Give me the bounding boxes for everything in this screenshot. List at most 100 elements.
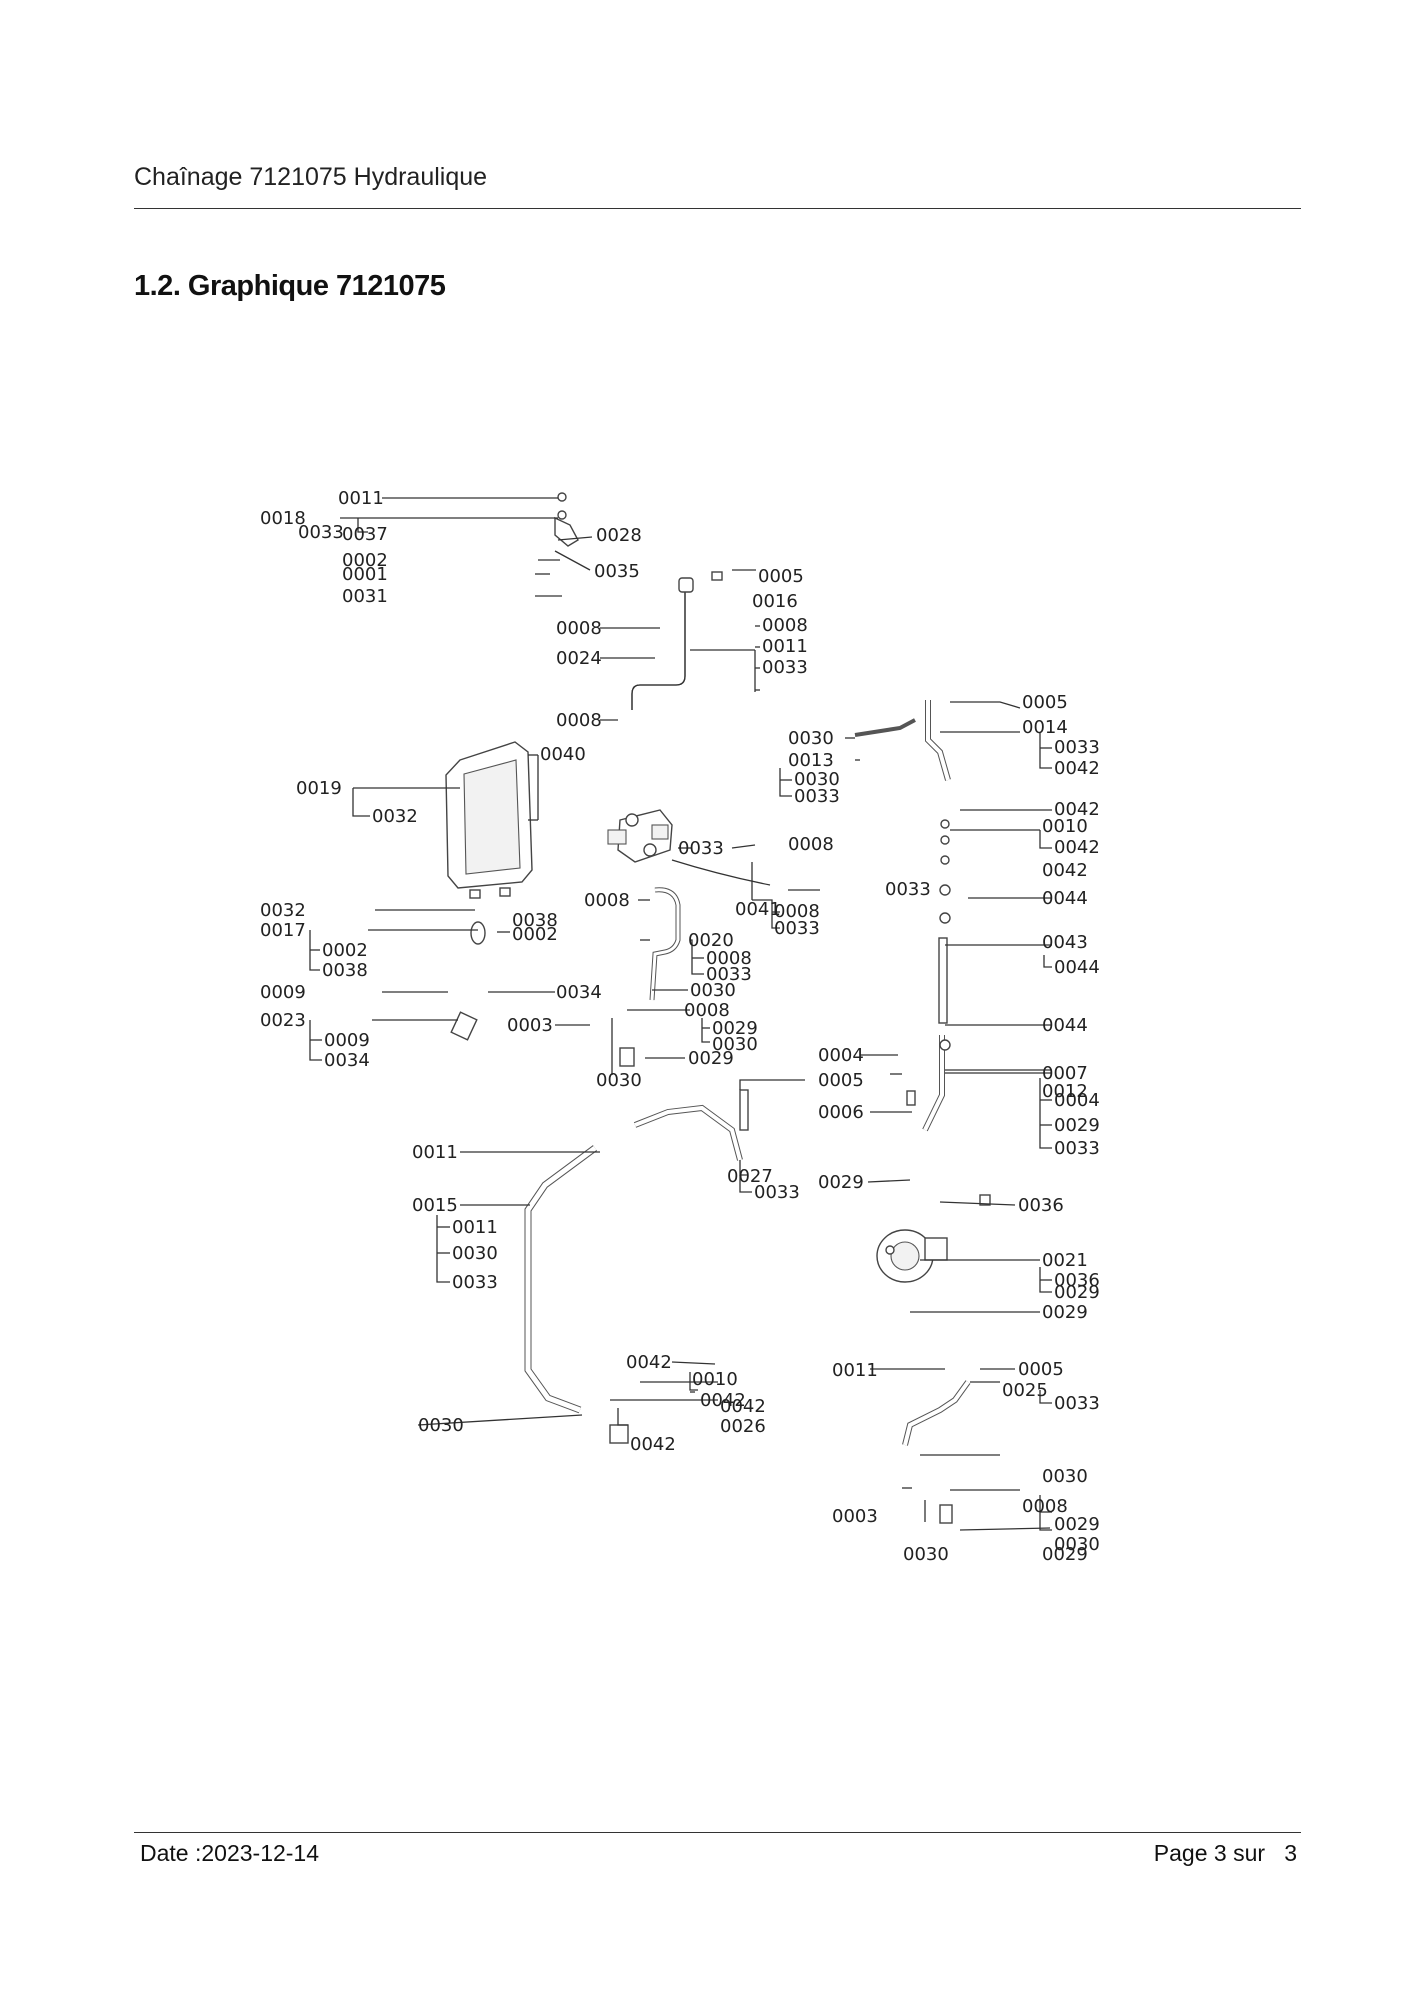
callout-label: 0035 — [594, 561, 640, 582]
callout-label: 0030 — [1054, 1534, 1100, 1555]
callout-label: 0042 — [1042, 860, 1088, 881]
section-title: 1.2. Graphique 7121075 — [134, 270, 446, 302]
callout-label: 0032 — [372, 806, 418, 827]
callout-label: 0040 — [540, 744, 586, 765]
callout-label: 0033 — [298, 522, 344, 543]
callout-label: 0015 — [412, 1195, 458, 1216]
callout-label: 0009 — [260, 982, 306, 1003]
callout-label: 0043 — [1042, 932, 1088, 953]
pump-part — [876, 1229, 948, 1283]
callout-label: 0019 — [296, 778, 342, 799]
callout-label: 0011 — [452, 1217, 498, 1238]
callout-label: 0029 — [818, 1172, 864, 1193]
callout-label: 0008 — [774, 901, 820, 922]
callout-label: 0004 — [1054, 1090, 1100, 1111]
callout-label: 0042 — [1054, 799, 1100, 820]
callout-label: 0036 — [1054, 1270, 1100, 1291]
callout-label: 0026 — [720, 1416, 766, 1437]
callout-label: 0005 — [758, 566, 804, 587]
callout-label: 0033 — [885, 879, 931, 900]
callout-label: 0034 — [324, 1050, 370, 1071]
callout-label: 0030 — [1042, 1466, 1088, 1487]
callout-label: 0042 — [630, 1434, 676, 1455]
callout-label: 0033 — [794, 786, 840, 807]
callout-label: 0029 — [1054, 1514, 1100, 1535]
callout-label: 0030 — [596, 1070, 642, 1091]
callout-label: 0029 — [712, 1018, 758, 1039]
callout-label: 0008 — [684, 1000, 730, 1021]
footer-page-label: Page 3 sur — [1153, 1840, 1266, 1866]
callout-label: 0010 — [692, 1369, 738, 1390]
callout-label: 0030 — [794, 769, 840, 790]
callout-label: 0002 — [322, 940, 368, 961]
callout-label: 0033 — [706, 964, 752, 985]
callout-label: 0011 — [338, 488, 384, 509]
callout-label: 0028 — [596, 525, 642, 546]
callout-label: 0029 — [1054, 1115, 1100, 1136]
callout-label: 0033 — [762, 657, 808, 678]
callout-label: 0042 — [1054, 837, 1100, 858]
callout-label: 0008 — [556, 618, 602, 639]
callout-label: 0008 — [584, 890, 630, 911]
callout-label: 0008 — [706, 948, 752, 969]
callout-label: 0023 — [260, 1010, 306, 1031]
callout-label: 0036 — [1018, 1195, 1064, 1216]
callout-label: 0008 — [788, 834, 834, 855]
callout-label: 0014 — [1022, 717, 1068, 738]
callout-label: 0030 — [712, 1034, 758, 1055]
callout-label: 0042 — [720, 1396, 766, 1417]
callout-label: 0030 — [418, 1415, 464, 1436]
callout-label: 0044 — [1042, 888, 1088, 909]
callout-label: 0031 — [342, 586, 388, 607]
header-divider — [134, 208, 1301, 209]
callout-label: 0003 — [507, 1015, 553, 1036]
callout-labels: 0011 0018 0033 0037 0028 0002 0035 0001 … — [260, 488, 1100, 1565]
callout-label: 0044 — [1042, 1015, 1088, 1036]
callout-label: 0010 — [1042, 816, 1088, 837]
callout-label: 0005 — [1018, 1359, 1064, 1380]
callout-label: 0013 — [788, 750, 834, 771]
parts-drawing — [445, 492, 991, 1524]
callout-label: 0033 — [1054, 1393, 1100, 1414]
footer-page-number: Page 3 sur 3 — [1154, 1840, 1297, 1867]
callout-label: 0029 — [1042, 1544, 1088, 1565]
callout-label: 0004 — [818, 1045, 864, 1066]
callout-label: 0042 — [700, 1390, 746, 1411]
callout-label: 0033 — [678, 838, 724, 859]
callout-label: 0029 — [1042, 1302, 1088, 1323]
footer-divider — [134, 1832, 1301, 1833]
callout-label: 0030 — [788, 728, 834, 749]
radiator-part — [445, 741, 533, 899]
callout-label: 0002 — [512, 924, 558, 945]
callout-label: 0001 — [342, 564, 388, 585]
callout-label: 0009 — [324, 1030, 370, 1051]
callout-label: 0025 — [1002, 1380, 1048, 1401]
callout-label: 0033 — [754, 1182, 800, 1203]
callout-label: 0002 — [342, 550, 388, 571]
callout-label: 0042 — [626, 1352, 672, 1373]
callout-label: 0017 — [260, 920, 306, 941]
callout-label: 0007 — [1042, 1063, 1088, 1084]
callout-label: 0021 — [1042, 1250, 1088, 1271]
callout-label: 0005 — [818, 1070, 864, 1091]
callout-label: 0037 — [342, 524, 388, 545]
callout-label: 0033 — [1054, 1138, 1100, 1159]
callout-label: 0030 — [690, 980, 736, 1001]
callout-label: 0011 — [412, 1142, 458, 1163]
callout-label: 0029 — [1054, 1282, 1100, 1303]
callout-label: 0033 — [452, 1272, 498, 1293]
callout-label: 0012 — [1042, 1081, 1088, 1102]
callout-label: 0003 — [832, 1506, 878, 1527]
callout-label: 0011 — [762, 636, 808, 657]
callout-label: 0044 — [1054, 957, 1100, 978]
page-header-title: Chaînage 7121075 Hydraulique — [134, 163, 488, 191]
callout-label: 0011 — [832, 1360, 878, 1381]
callout-label: 0030 — [903, 1544, 949, 1565]
callout-label: 0033 — [774, 918, 820, 939]
callout-label: 0033 — [1054, 737, 1100, 758]
callout-label: 0032 — [260, 900, 306, 921]
callout-label: 0038 — [322, 960, 368, 981]
callout-label: 0034 — [556, 982, 602, 1003]
callout-label: 0030 — [452, 1243, 498, 1264]
callout-label: 0020 — [688, 930, 734, 951]
